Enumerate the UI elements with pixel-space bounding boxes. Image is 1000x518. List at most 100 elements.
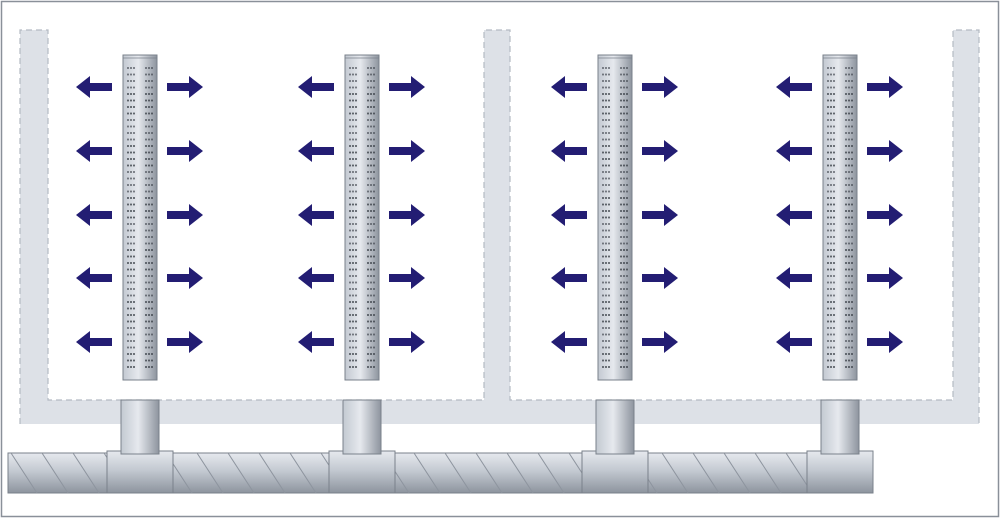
arrow-left-icon — [776, 331, 812, 353]
perforation-dot — [349, 340, 351, 342]
perforation-dot — [626, 93, 628, 95]
perforation-dot — [370, 353, 372, 355]
perforation-dot — [833, 223, 835, 225]
perforation-dot — [827, 346, 829, 349]
perforation-dot — [349, 197, 351, 199]
perforation-dot — [370, 86, 372, 89]
perforation-dot — [602, 93, 604, 95]
perforation-dot — [355, 203, 357, 206]
perforation-dot — [151, 340, 153, 342]
perforation-dot — [145, 80, 147, 82]
perforation-dot — [367, 138, 369, 141]
arrow-right-icon — [167, 76, 203, 98]
perforation-dot — [367, 301, 369, 303]
perforation-dot — [602, 125, 604, 128]
perforation-dot — [827, 294, 829, 297]
perforation-dot — [827, 320, 829, 323]
perforation-dot — [833, 119, 835, 121]
perforation-dot — [373, 145, 375, 147]
perforation-dot — [355, 197, 357, 199]
perforation-dot — [355, 158, 357, 160]
perforation-dot — [370, 301, 372, 303]
perforation-dot — [830, 138, 832, 141]
perforation-dot — [355, 307, 357, 310]
perforation-dot — [127, 86, 129, 89]
perforation-dot — [151, 86, 153, 89]
perforation-dot — [349, 320, 351, 323]
perforation-dot — [148, 320, 150, 323]
perforation-dot — [830, 125, 832, 128]
perforation-dot — [845, 359, 847, 362]
perforation-dot — [845, 314, 847, 316]
perforation-dot — [848, 255, 850, 258]
perforation-dot — [133, 275, 135, 277]
perforation-dot — [608, 132, 610, 134]
perforation-dot — [605, 80, 607, 82]
perforation-dot — [133, 314, 135, 316]
perforation-dot — [830, 177, 832, 180]
perforation-dot — [373, 340, 375, 342]
perforation-dot — [367, 86, 369, 89]
perforation-dot — [845, 255, 847, 258]
perforation-dot — [833, 86, 835, 89]
perforation-dot — [133, 132, 135, 134]
perforation-dot — [127, 164, 129, 167]
perforation-dot — [827, 99, 829, 102]
perforation-dot — [602, 301, 604, 303]
perforation-dot — [620, 275, 622, 277]
perforation-dot — [830, 333, 832, 336]
perforation-dot — [127, 80, 129, 82]
perforation-dot — [355, 145, 357, 147]
perforation-dot — [626, 353, 628, 355]
perforation-dot — [845, 132, 847, 134]
perforation-dot — [626, 307, 628, 310]
perforation-dot — [151, 203, 153, 206]
perforation-dot — [845, 151, 847, 154]
perforation-dot — [127, 73, 129, 76]
perforation-dot — [848, 138, 850, 141]
perforation-dot — [130, 333, 132, 336]
perforation-dot — [127, 132, 129, 134]
perforation-dot — [623, 86, 625, 89]
perforation-dot — [151, 307, 153, 310]
perforation-dot — [352, 106, 354, 108]
perforation-dot — [355, 216, 357, 219]
perforation-dot — [148, 346, 150, 349]
tee-collar — [581, 450, 649, 494]
perforation-dot — [370, 366, 372, 368]
perforation-dot — [848, 366, 850, 368]
perforation-dot — [148, 353, 150, 355]
perforation-dot — [349, 125, 351, 128]
perforation-dot — [608, 366, 610, 368]
perforation-dot — [608, 249, 610, 251]
perforation-dot — [373, 353, 375, 355]
perforation-dot — [370, 294, 372, 297]
arrow-left-icon — [551, 331, 587, 353]
perforation-dot — [626, 73, 628, 76]
perforation-dot — [623, 236, 625, 238]
perforation-dot — [130, 151, 132, 154]
perforation-dot — [602, 255, 604, 258]
perforation-dot — [833, 80, 835, 82]
perforation-dot — [127, 327, 129, 329]
perforation-dot — [626, 288, 628, 290]
perforation-dot — [373, 288, 375, 290]
perforation-dot — [130, 158, 132, 160]
perforation-dot — [626, 346, 628, 349]
perforation-dot — [355, 190, 357, 193]
perforation-dot — [623, 132, 625, 134]
perforation-dot — [151, 210, 153, 212]
perforation-dot — [827, 119, 829, 121]
perforation-dot — [851, 340, 853, 342]
arrow-left-icon — [76, 76, 112, 98]
perforation-dot — [830, 99, 832, 102]
perforation-dot — [833, 216, 835, 219]
perforation-dot — [608, 327, 610, 329]
arrow-right-icon — [389, 267, 425, 289]
perforation-dot — [349, 314, 351, 316]
perforation-dot — [851, 184, 853, 186]
perforation-dot — [851, 106, 853, 108]
perforation-dot — [148, 359, 150, 362]
perforation-dot — [367, 203, 369, 206]
